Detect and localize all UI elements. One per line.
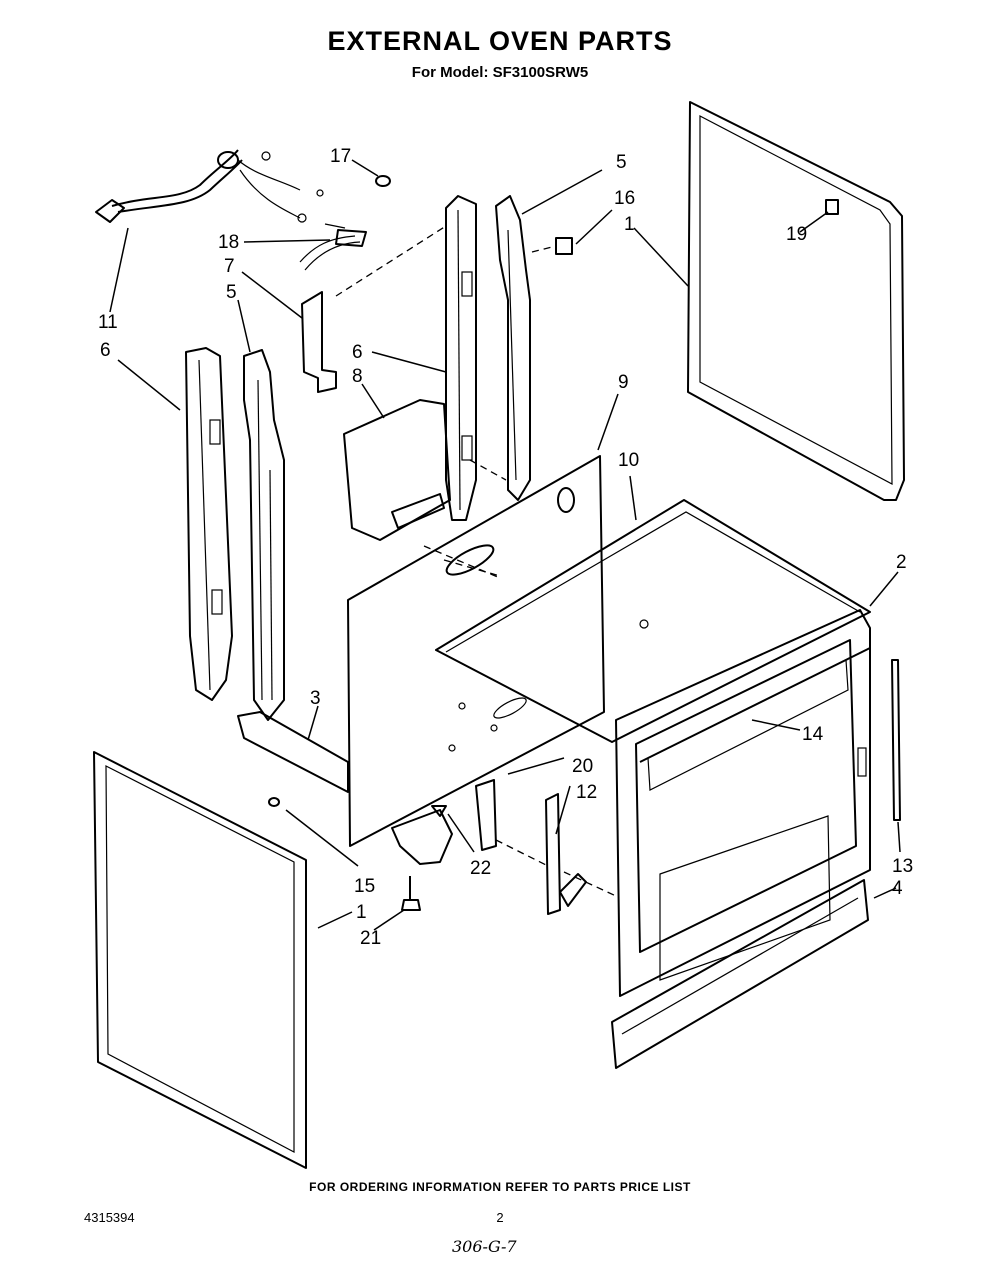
callout-8: 8 bbox=[352, 366, 363, 387]
model-subtitle: For Model: SF3100SRW5 bbox=[411, 64, 589, 81]
callout-1-left: 1 bbox=[356, 902, 367, 923]
clip-part-17 bbox=[375, 175, 391, 187]
hinge-rail-part bbox=[545, 793, 587, 915]
callout-16: 16 bbox=[614, 188, 635, 209]
front-frame-part bbox=[615, 609, 871, 997]
bracket-part-20 bbox=[475, 779, 497, 851]
ordering-info-note: FOR ORDERING INFORMATION REFER TO PARTS … bbox=[309, 1180, 691, 1194]
bracket-part-7 bbox=[301, 291, 337, 393]
callout-10: 10 bbox=[618, 450, 639, 471]
callout-21: 21 bbox=[360, 928, 381, 949]
callout-6-left: 6 bbox=[100, 340, 111, 361]
callout-1-top: 1 bbox=[624, 214, 635, 235]
callout-20: 20 bbox=[572, 756, 593, 777]
side-panel-right-part bbox=[687, 101, 905, 501]
clip-part-19 bbox=[825, 199, 839, 215]
callout-labels: 17 5 16 1 19 18 7 5 11 6 6 8 9 10 2 3 14… bbox=[98, 146, 913, 949]
base-bracket-part bbox=[237, 711, 349, 793]
callout-2: 2 bbox=[896, 552, 907, 573]
side-panel-left-part bbox=[93, 751, 307, 1169]
alignment-lines bbox=[335, 225, 617, 897]
power-cord-part bbox=[95, 149, 324, 223]
callout-12: 12 bbox=[576, 782, 597, 803]
callout-18: 18 bbox=[218, 232, 239, 253]
callout-9: 9 bbox=[618, 372, 629, 393]
leveling-leg-part bbox=[401, 876, 421, 911]
callout-22: 22 bbox=[470, 858, 491, 879]
callout-6-right: 6 bbox=[352, 342, 363, 363]
handwritten-note: 306-G-7 bbox=[452, 1237, 517, 1256]
side-rail-left-part bbox=[243, 349, 285, 721]
callout-4: 4 bbox=[892, 878, 903, 899]
page-number: 2 bbox=[496, 1210, 504, 1225]
fastener-part-15 bbox=[268, 797, 280, 807]
document-number: 4315394 bbox=[84, 1210, 135, 1225]
callout-13: 13 bbox=[892, 856, 913, 877]
trim-strip-part bbox=[891, 659, 901, 821]
callout-7: 7 bbox=[224, 256, 235, 277]
wire-harness-part bbox=[299, 223, 367, 271]
side-trim-right-part bbox=[445, 195, 477, 521]
callout-11: 11 bbox=[98, 312, 118, 333]
lower-bracket-part bbox=[391, 809, 453, 865]
page-title: EXTERNAL OVEN PARTS bbox=[327, 26, 673, 56]
screw-part-22 bbox=[431, 805, 447, 817]
leader-lines bbox=[109, 159, 901, 931]
rear-panel-part bbox=[347, 455, 605, 847]
side-rail-right-part bbox=[495, 195, 531, 501]
callout-3: 3 bbox=[310, 688, 321, 709]
callout-17: 17 bbox=[330, 146, 351, 167]
vent-duct-part bbox=[343, 399, 451, 541]
callout-15: 15 bbox=[354, 876, 375, 897]
callout-5-left: 5 bbox=[226, 282, 237, 303]
callout-19: 19 bbox=[786, 224, 807, 245]
kick-panel-part bbox=[611, 879, 869, 1069]
clip-part-16 bbox=[555, 237, 573, 255]
strip-part-14 bbox=[639, 647, 871, 763]
cooktop-base-panel-part bbox=[435, 499, 871, 743]
side-trim-left-part bbox=[185, 347, 233, 701]
callout-5-top: 5 bbox=[616, 152, 627, 173]
callout-14: 14 bbox=[802, 724, 824, 745]
